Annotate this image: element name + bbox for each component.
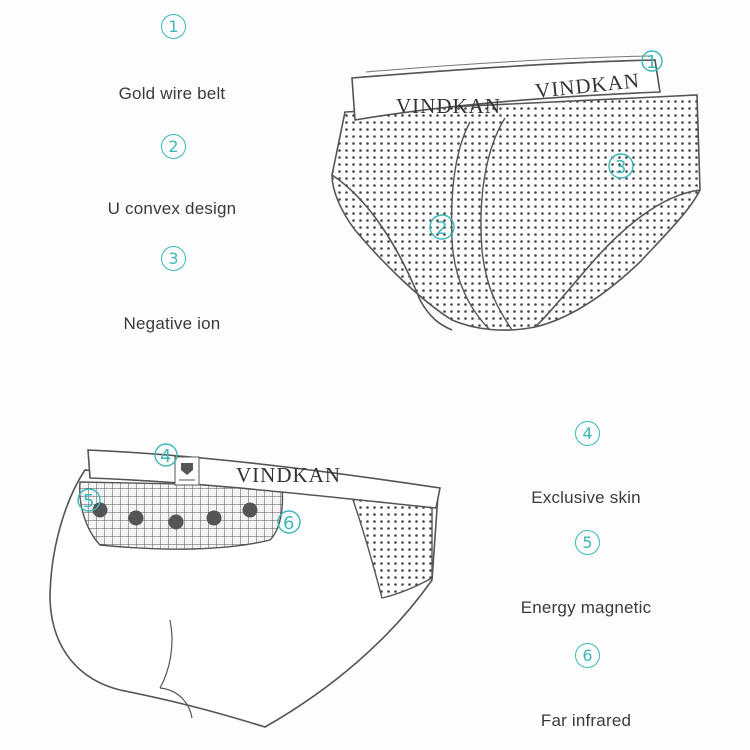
back-underwear-drawing: VINDKAN 4 5 6 bbox=[49, 443, 441, 728]
feature-number-6: 6 bbox=[575, 643, 600, 668]
front-marker-1: 1 bbox=[646, 52, 657, 73]
front-brand-left: VINDKAN bbox=[396, 94, 501, 118]
feature-label-energy-magnetic: Energy magnetic bbox=[520, 598, 652, 617]
feature-number-4: 4 bbox=[575, 421, 600, 446]
feature-label-gold-wire-belt: Gold wire belt bbox=[118, 84, 226, 103]
front-marker-2: 2 bbox=[436, 218, 447, 239]
front-marker-3: 3 bbox=[615, 157, 626, 178]
back-marker-5: 5 bbox=[83, 491, 94, 512]
feature-number-5: 5 bbox=[575, 530, 600, 555]
back-marker-6: 6 bbox=[283, 513, 294, 534]
feature-label-negative-ion: Negative ion bbox=[123, 314, 221, 333]
feature-label-exclusive-skin: Exclusive skin bbox=[531, 488, 641, 507]
feature-label-u-convex-design: U convex design bbox=[107, 199, 237, 218]
back-brand: VINDKAN bbox=[236, 463, 341, 487]
back-marker-4: 4 bbox=[160, 446, 171, 467]
feature-number-2: 2 bbox=[161, 134, 186, 159]
feature-number-3: 3 bbox=[161, 246, 186, 271]
feature-label-far-infrared: Far infrared bbox=[540, 711, 632, 730]
front-underwear-drawing: VINDKAN VINDKAN 1 2 3 bbox=[331, 50, 701, 331]
feature-number-1: 1 bbox=[161, 14, 186, 39]
